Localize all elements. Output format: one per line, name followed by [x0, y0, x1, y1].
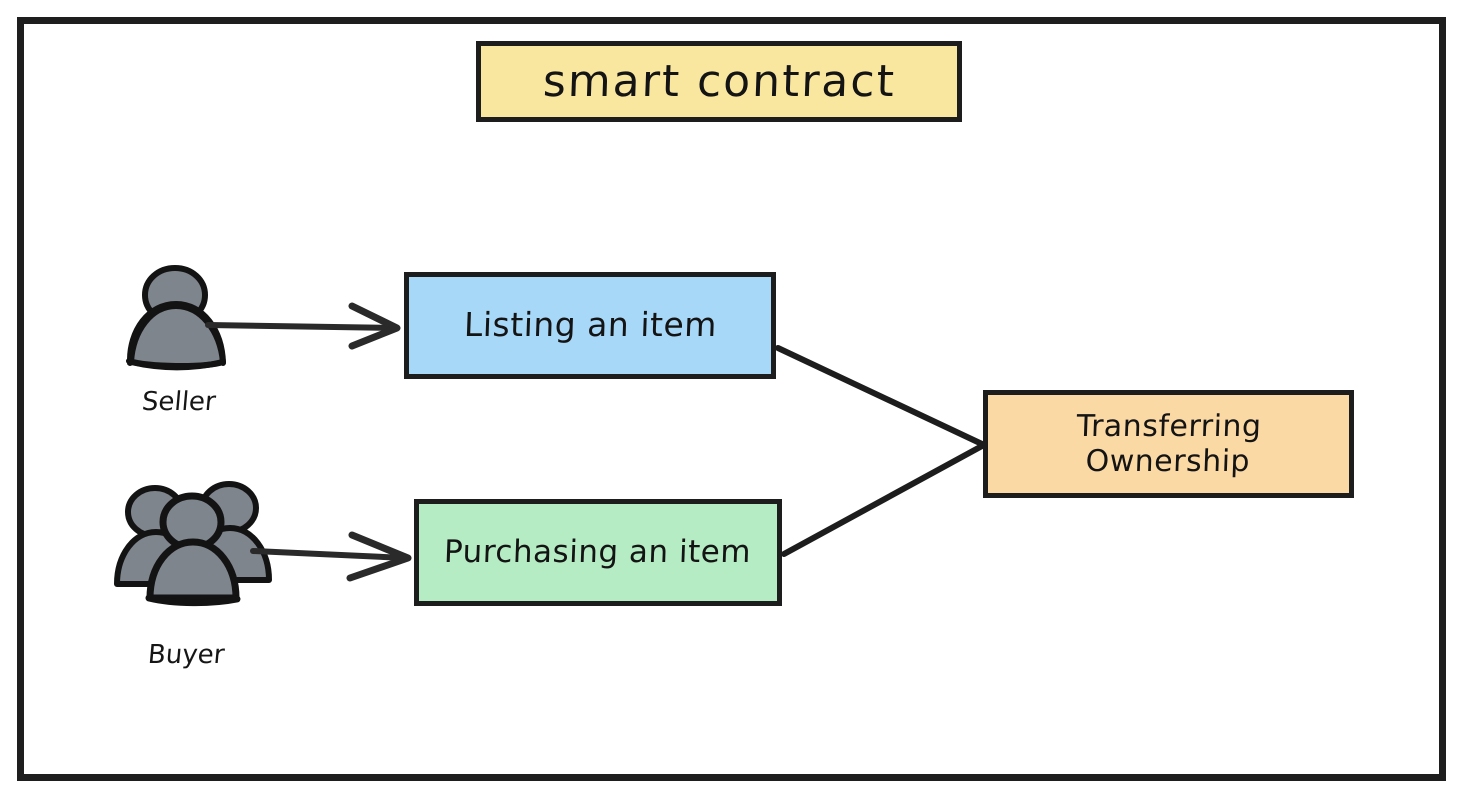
actor-label-seller: Seller	[140, 387, 217, 417]
node-listing-an-item[interactable]: Listing an item	[404, 272, 776, 379]
node-purchasing-label: Purchasing an item	[443, 534, 753, 571]
title-box-label: smart contract	[541, 55, 897, 107]
diagram-outer-frame	[17, 17, 1446, 781]
node-listing-label: Listing an item	[462, 305, 718, 345]
node-purchasing-an-item[interactable]: Purchasing an item	[414, 499, 782, 606]
actor-label-buyer: Buyer	[146, 640, 226, 670]
node-transferring-ownership[interactable]: Transferring Ownership	[983, 390, 1354, 498]
node-transfer-label: Transferring Ownership	[1076, 408, 1263, 479]
title-box-smart-contract[interactable]: smart contract	[476, 41, 962, 122]
